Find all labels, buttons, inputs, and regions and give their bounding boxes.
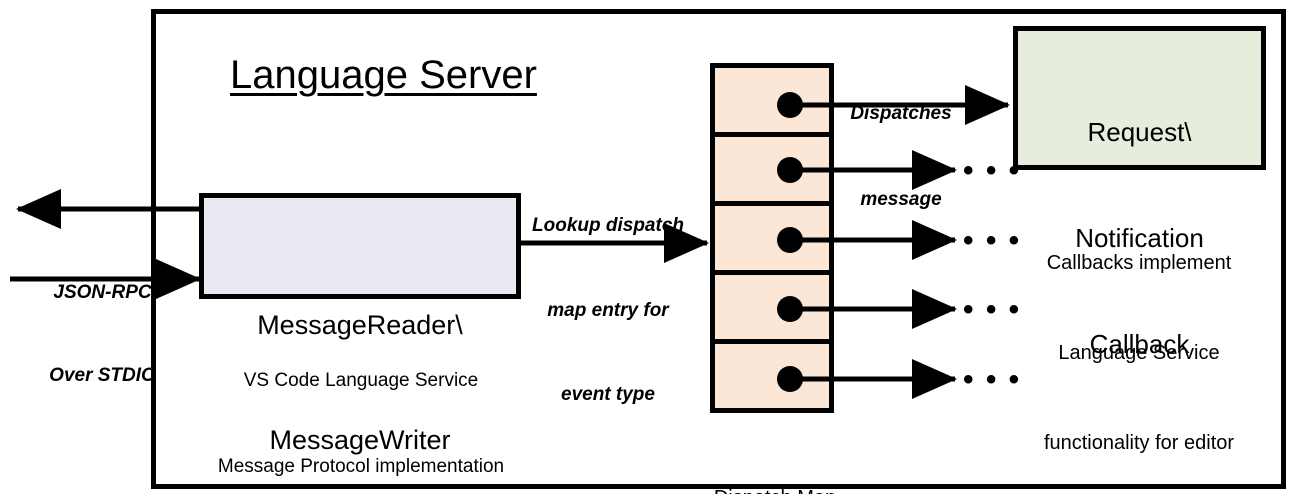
callback-caption-line2: Language Service bbox=[1058, 342, 1220, 364]
callback-box-caption: Callbacks implement Language Service fun… bbox=[1005, 188, 1273, 494]
dispatch-map-caption: Dispatch Map (event_type, callback) bbox=[655, 423, 895, 494]
lookup-label-line3: event type bbox=[561, 383, 655, 405]
callback-box bbox=[1013, 26, 1266, 170]
callback-box-line3: Callback bbox=[1089, 328, 1190, 359]
ellipsis-icon-3: • • • bbox=[963, 293, 1022, 326]
callback-caption-line3: functionality for editor bbox=[1043, 432, 1235, 454]
lookup-label-line1: Lookup dispatch bbox=[532, 215, 684, 237]
message-box-caption: VS Code Language Service Message Protoco… bbox=[196, 310, 526, 494]
lookup-dispatch-label: Lookup dispatch map entry for event type bbox=[518, 156, 698, 465]
jsonrpc-label-line2: Over STDIO bbox=[49, 364, 156, 386]
message-box-line2: MessageWriter bbox=[269, 424, 451, 455]
message-reader-writer-box bbox=[199, 193, 521, 299]
ellipsis-icon-2: • • • bbox=[963, 224, 1022, 257]
callback-box-line1: Request\ bbox=[1087, 116, 1192, 147]
message-caption-line2: Message Protocol implementation bbox=[217, 455, 505, 477]
dispatch-map-cells bbox=[710, 63, 834, 413]
jsonrpc-label-line1: JSON-RPC bbox=[53, 282, 152, 304]
ellipsis-icon-1: • • • bbox=[963, 154, 1022, 187]
dispatch-cell-4 bbox=[710, 339, 834, 413]
dispatch-caption-line1: Dispatch Map bbox=[655, 483, 895, 494]
message-reader-writer-label: MessageReader\ MessageWriter bbox=[202, 229, 518, 494]
jsonrpc-channel-label: JSON-RPC Over STDIO bbox=[30, 224, 175, 444]
message-caption-line1: VS Code Language Service bbox=[243, 370, 479, 391]
ellipsis-icon-4: • • • bbox=[963, 363, 1022, 396]
dispatches-message-label: Dispatches message bbox=[836, 43, 966, 271]
dispatches-label-line1: Dispatches bbox=[850, 103, 952, 124]
callback-box-line2: Notification bbox=[1075, 222, 1204, 253]
page-title: Language Server bbox=[230, 53, 537, 97]
dispatches-label-line2: message bbox=[860, 188, 942, 210]
lookup-label-line2: map entry for bbox=[547, 299, 669, 321]
language-server-container bbox=[151, 9, 1286, 489]
callback-caption-line1: Callbacks implement bbox=[1046, 252, 1232, 274]
callback-box-label: Request\ Notification Callback bbox=[1018, 44, 1261, 433]
message-box-line1: MessageReader\ bbox=[257, 309, 463, 340]
dispatch-cell-0 bbox=[710, 63, 834, 137]
